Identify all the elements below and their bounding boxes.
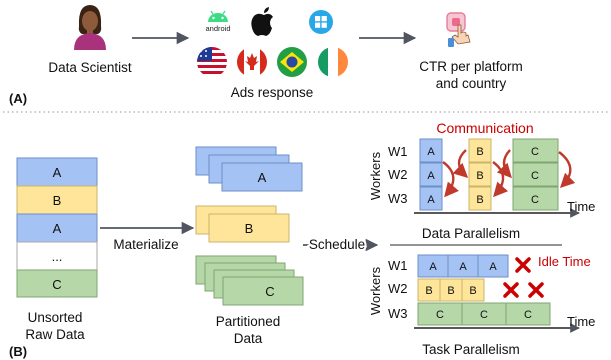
data-parallelism-caption: Data Parallelism <box>422 226 520 241</box>
communication-label: Communication <box>436 120 533 136</box>
task-cell-label: A <box>429 261 437 273</box>
data-scientist-icon <box>74 5 106 50</box>
task-cell-label: C <box>531 146 539 158</box>
task-cell-label: B <box>425 285 432 297</box>
raw-row-c <box>16 269 98 298</box>
raw-row-label: B <box>53 193 62 208</box>
raw-row-label: C <box>52 277 61 292</box>
partition-b-stack: B <box>195 205 290 243</box>
partition-a-stack: A <box>195 146 303 192</box>
worker-label: W1 <box>388 258 408 273</box>
windows-icon <box>309 10 333 34</box>
partition-label: C <box>265 284 274 299</box>
idle-time-label: Idle Time <box>538 254 591 269</box>
ctr-label-line1: CTR per platform <box>419 59 523 74</box>
task-cell-label: B <box>447 285 454 297</box>
brazil-flag-icon <box>277 47 307 77</box>
task-cell-label: C <box>480 309 488 321</box>
apple-icon <box>251 7 273 36</box>
workers-axis-label: Workers <box>368 266 383 315</box>
materialize-label: Materialize <box>113 237 178 252</box>
task-cell-label: A <box>489 261 497 273</box>
click-icon <box>446 12 471 47</box>
partitioned-label-line2: Data <box>234 331 263 346</box>
panel-a: Data Scientist android <box>9 5 523 106</box>
task-cell-label: A <box>427 146 435 158</box>
task-cell-label: A <box>459 261 467 273</box>
us-flag-icon <box>197 47 227 77</box>
panel-a-label: (A) <box>9 91 27 106</box>
task-cell-label: C <box>531 170 539 182</box>
partition-label: A <box>258 170 267 185</box>
task-cell-label: B <box>476 170 483 182</box>
workers-axis-label: Workers <box>368 151 383 200</box>
panel-b: A B A ... C Unsorted Raw Data Materializ… <box>9 120 595 359</box>
raw-row-label: A <box>53 165 62 180</box>
schedule-label: Schedule <box>309 237 365 252</box>
task-cell-label: A <box>427 170 435 182</box>
raw-row-a-2 <box>16 213 98 243</box>
communication-arrows <box>442 149 576 198</box>
partition-c-stack: C <box>195 255 304 306</box>
worker-label: W1 <box>388 144 408 159</box>
idle-x-icon <box>515 257 531 273</box>
partitioned-label-line1: Partitioned <box>216 314 281 329</box>
raw-row-label: A <box>53 221 62 236</box>
task-cell-label: C <box>524 309 532 321</box>
task-cell-label: C <box>436 309 444 321</box>
android-text: android <box>205 24 230 33</box>
worker-label: W2 <box>388 167 408 182</box>
worker-label: W3 <box>388 306 408 321</box>
task-cell-label: B <box>469 285 476 297</box>
ireland-flag-icon <box>318 47 348 77</box>
unsorted-label-line1: Unsorted <box>28 310 83 325</box>
task-cell-label: B <box>476 146 483 158</box>
canada-flag-icon <box>237 47 267 77</box>
android-icon: android <box>205 10 231 33</box>
panel-b-label: (B) <box>9 344 27 359</box>
partition-label: B <box>245 221 254 236</box>
idle-x-icon <box>528 282 544 298</box>
ctr-label-line2: and country <box>436 76 507 91</box>
raw-row-label: ... <box>52 249 63 264</box>
unsorted-label-line2: Raw Data <box>25 327 85 342</box>
task-cell-label: C <box>531 194 539 206</box>
task-parallelism-caption: Task Parallelism <box>422 342 520 357</box>
time-axis-label: Time <box>567 314 595 329</box>
raw-data-stack: A B A ... C <box>16 157 98 298</box>
task-parallelism-diagram: Workers W1 W2 W3 A A A B B B C C C <box>368 254 595 357</box>
idle-x-icon <box>503 282 519 298</box>
data-parallelism-diagram: Communication Workers W1 W2 W3 A A A B B… <box>368 120 595 241</box>
worker-label: W3 <box>388 191 408 206</box>
task-cell-label: A <box>427 194 435 206</box>
ads-response-label: Ads response <box>231 85 314 100</box>
data-scientist-label: Data Scientist <box>48 60 132 75</box>
task-cell-label: B <box>476 194 483 206</box>
worker-label: W2 <box>388 281 408 296</box>
time-axis-label: Time <box>567 199 595 214</box>
raw-row-a-1 <box>16 157 98 187</box>
